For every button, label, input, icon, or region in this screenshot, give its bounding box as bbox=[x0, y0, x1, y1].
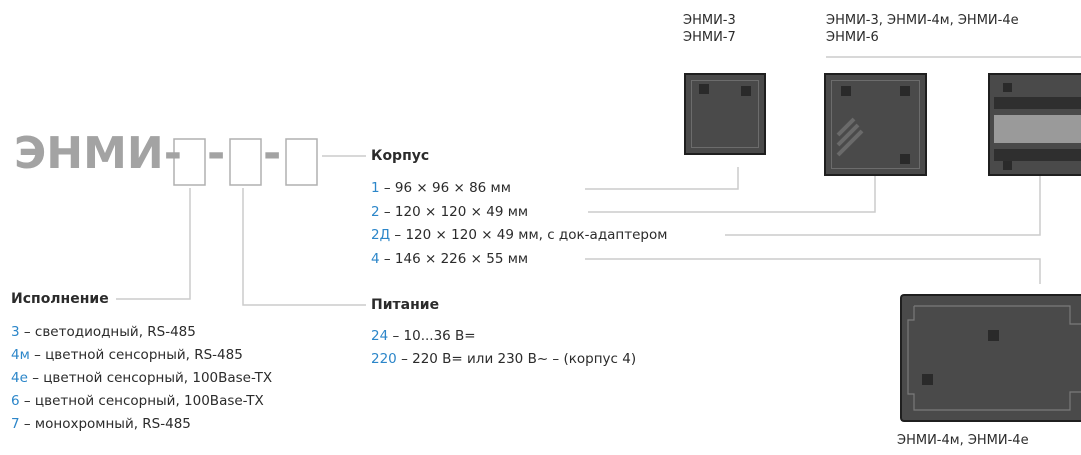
device-4-frame bbox=[907, 305, 1081, 411]
model-sep-1: - bbox=[207, 128, 226, 179]
ispolnenie-desc: – цветной сенсорный, 100Base-TX bbox=[19, 393, 264, 409]
korpus-code: 4 bbox=[371, 251, 380, 267]
device-4-led bbox=[988, 330, 999, 341]
ispolnenie-item: 4м – цветной сенсорный, RS-485 bbox=[11, 347, 243, 363]
model-box-korpus bbox=[285, 138, 318, 186]
pitanie-desc: – 10...36 В= bbox=[388, 328, 476, 344]
ispolnenie-item: 7 – монохромный, RS-485 bbox=[11, 416, 191, 432]
korpus-code: 2 bbox=[371, 204, 380, 220]
korpus-heading: Корпус bbox=[371, 148, 430, 164]
model-sep-2: - bbox=[263, 128, 282, 179]
ispolnenie-code: 7 bbox=[11, 416, 20, 432]
ispolnenie-code: 3 bbox=[11, 324, 20, 340]
pitanie-code: 220 bbox=[371, 351, 397, 367]
ispolnenie-desc: – цветной сенсорный, RS-485 bbox=[29, 347, 243, 363]
device-4-image bbox=[900, 294, 1081, 422]
ispolnenie-item: 3 – светодиодный, RS-485 bbox=[11, 324, 196, 340]
korpus-item: 4 – 146 × 226 × 55 мм bbox=[371, 251, 528, 267]
ispolnenie-item: 6 – цветной сенсорный, 100Base-TX bbox=[11, 393, 264, 409]
device-1-caption-line1: ЭНМИ-3 bbox=[683, 13, 736, 28]
device-1-screen bbox=[691, 80, 759, 148]
device-2-image bbox=[824, 73, 927, 176]
device-1-caption: ЭНМИ-3 ЭНМИ-7 bbox=[683, 12, 736, 46]
ispolnenie-code: 6 bbox=[11, 393, 20, 409]
device-4-caption: ЭНМИ-4м, ЭНМИ-4е bbox=[897, 433, 1029, 448]
device-23-caption: ЭНМИ-3, ЭНМИ-4м, ЭНМИ-4е ЭНМИ-6 bbox=[826, 12, 1019, 46]
device-3-led bbox=[1003, 83, 1012, 92]
korpus-desc: – 120 × 120 × 49 мм bbox=[379, 204, 529, 220]
model-box-ispolnenie bbox=[173, 138, 206, 186]
model-code: ЭНМИ- bbox=[14, 128, 182, 179]
device-3-image bbox=[988, 73, 1081, 176]
device-1-led bbox=[699, 84, 709, 94]
model-prefix: ЭНМИ- bbox=[14, 128, 182, 179]
korpus-desc: – 120 × 120 × 49 мм, с док-адаптером bbox=[390, 227, 668, 243]
model-box-pitanie bbox=[229, 138, 262, 186]
ispolnenie-heading: Исполнение bbox=[11, 291, 109, 307]
device-3-band-top bbox=[994, 97, 1081, 109]
pitanie-desc: – 220 В= или 230 В~ – (корпус 4) bbox=[396, 351, 637, 367]
pitanie-code: 24 bbox=[371, 328, 389, 344]
korpus-code: 1 bbox=[371, 180, 380, 196]
korpus-item: 1 – 96 × 96 × 86 мм bbox=[371, 180, 511, 196]
korpus-item: 2 – 120 × 120 × 49 мм bbox=[371, 204, 528, 220]
device-2-led bbox=[900, 86, 910, 96]
ispolnenie-code: 4е bbox=[11, 370, 28, 386]
device-23-caption-line2: ЭНМИ-6 bbox=[826, 30, 879, 45]
korpus-desc: – 146 × 226 × 55 мм bbox=[379, 251, 529, 267]
device-1-image bbox=[684, 73, 766, 155]
device-23-caption-line1: ЭНМИ-3, ЭНМИ-4м, ЭНМИ-4е bbox=[826, 13, 1019, 28]
device-3-dock-adapter bbox=[994, 115, 1081, 143]
ispolnenie-code: 4м bbox=[11, 347, 30, 363]
device-2-stripes bbox=[836, 117, 864, 157]
korpus-desc: – 96 × 96 × 86 мм bbox=[379, 180, 511, 196]
device-4-led bbox=[922, 374, 933, 385]
device-1-led bbox=[741, 86, 751, 96]
ispolnenie-desc: – цветной сенсорный, 100Base-TX bbox=[27, 370, 273, 386]
ispolnenie-desc: – монохромный, RS-485 bbox=[19, 416, 191, 432]
pitanie-item: 24 – 10...36 В= bbox=[371, 328, 476, 344]
device-2-led bbox=[900, 154, 910, 164]
device-3-led bbox=[1003, 161, 1012, 170]
device-2-screen bbox=[831, 80, 920, 169]
device-3-band-bottom bbox=[994, 149, 1081, 161]
korpus-item: 2Д – 120 × 120 × 49 мм, с док-адаптером bbox=[371, 227, 667, 243]
korpus-code: 2Д bbox=[371, 227, 391, 243]
ispolnenie-desc: – светодиодный, RS-485 bbox=[19, 324, 196, 340]
device-1-caption-line2: ЭНМИ-7 bbox=[683, 30, 736, 45]
ispolnenie-item: 4е – цветной сенсорный, 100Base-TX bbox=[11, 370, 272, 386]
pitanie-item: 220 – 220 В= или 230 В~ – (корпус 4) bbox=[371, 351, 636, 367]
device-2-led bbox=[841, 86, 851, 96]
pitanie-heading: Питание bbox=[371, 297, 440, 313]
